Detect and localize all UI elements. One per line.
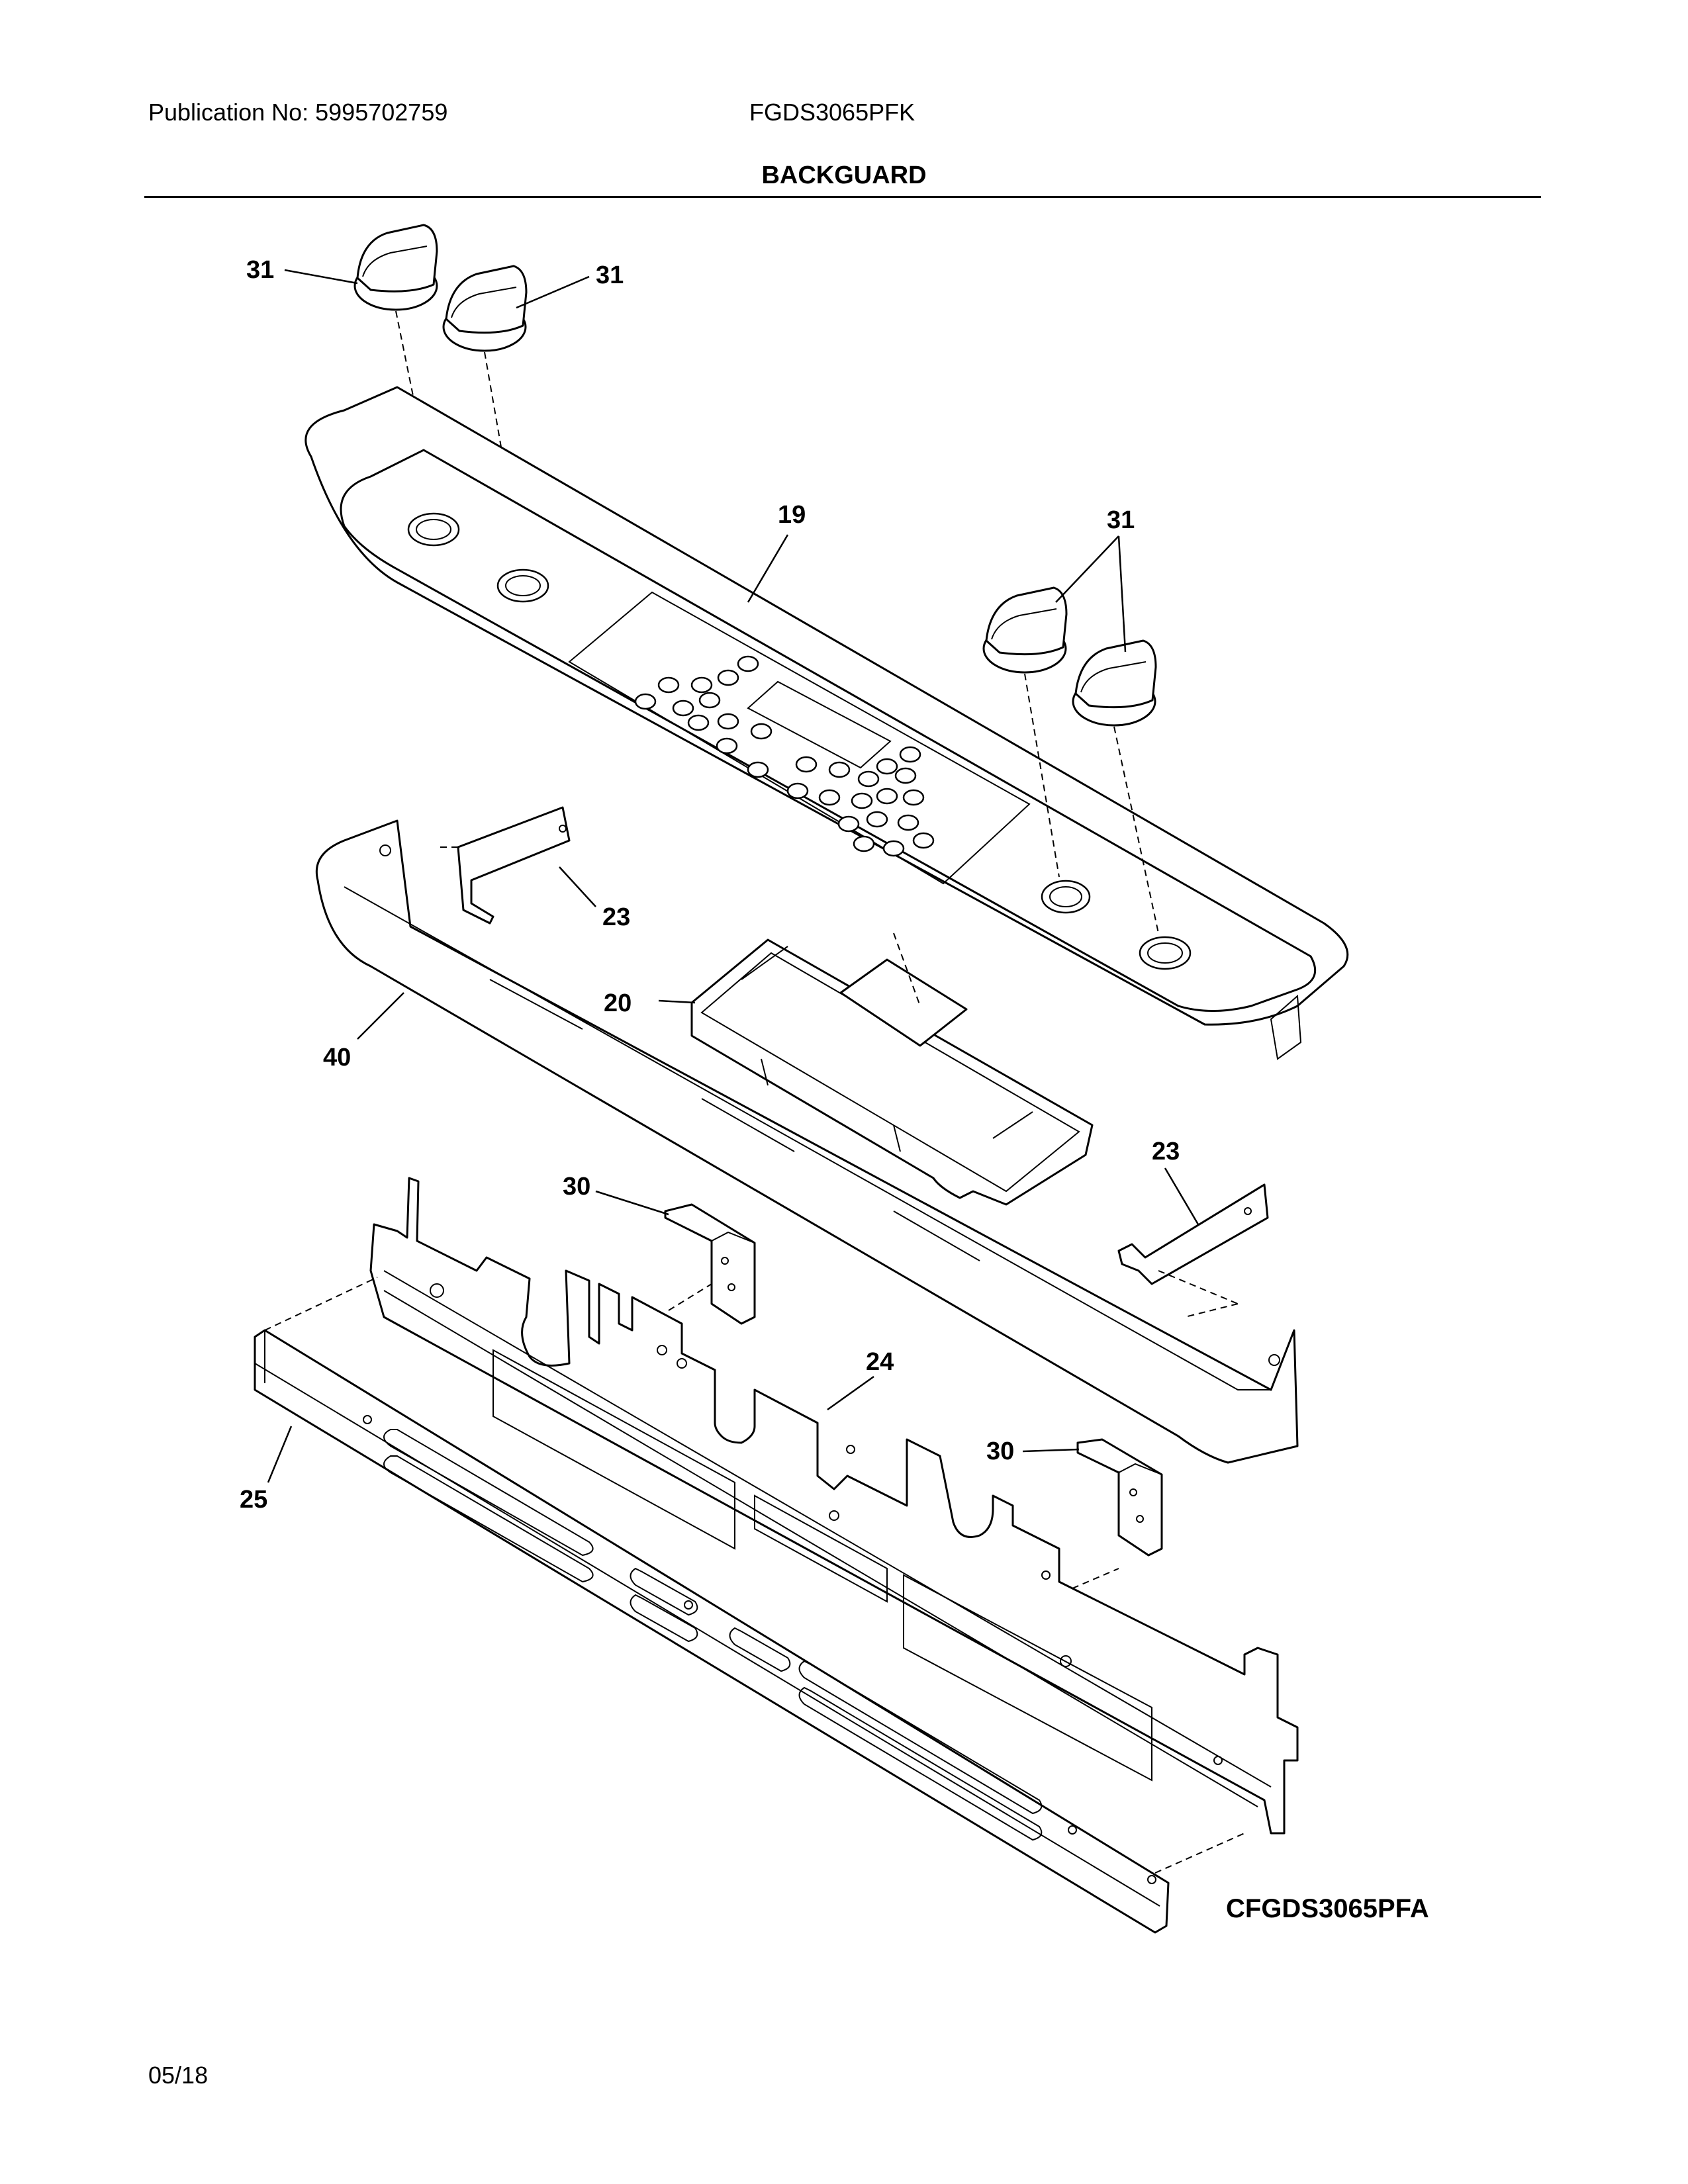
knob-31-right-b[interactable] xyxy=(1072,639,1157,727)
knob-31-upper-left-b[interactable] xyxy=(442,265,528,352)
bracket-23-lower[interactable] xyxy=(1117,1183,1269,1285)
bracket-30-upper[interactable] xyxy=(664,1203,756,1325)
model-number: FGDS3065PFK xyxy=(749,99,915,126)
revision-date: 05/18 xyxy=(148,2062,209,2089)
callout-30-bracket-upper: 30 xyxy=(563,1173,590,1201)
bracket-30-lower[interactable] xyxy=(1076,1438,1163,1557)
callout-20-control-board: 20 xyxy=(604,989,632,1017)
callout-31-knob-right: 31 xyxy=(1107,506,1135,534)
knob-31-upper-left-a[interactable] xyxy=(353,224,438,311)
bracket-23-upper[interactable] xyxy=(457,806,571,925)
callout-25-panel: 25 xyxy=(240,1486,267,1514)
callout-19-backguard: 19 xyxy=(778,501,806,529)
knob-31-right-a[interactable] xyxy=(982,586,1068,674)
callout-40-end-trim: 40 xyxy=(323,1044,351,1071)
page-title: BACKGUARD xyxy=(761,161,927,189)
callout-23-bracket-upper: 23 xyxy=(602,903,630,931)
callout-31-knob-left-b: 31 xyxy=(596,261,624,289)
callout-23-bracket-lower: 23 xyxy=(1152,1138,1180,1165)
callout-24-panel: 24 xyxy=(866,1348,894,1376)
panel-24[interactable] xyxy=(369,1177,1299,1835)
control-board-20[interactable] xyxy=(690,938,1094,1206)
diagram-code: CFGDS3065PFA xyxy=(1226,1894,1429,1923)
publication-number: Publication No: 5995702759 xyxy=(148,99,448,126)
header-divider xyxy=(144,196,1541,198)
callout-31-knob-left-a: 31 xyxy=(246,256,274,284)
end-trim-40[interactable] xyxy=(315,819,1299,1464)
callout-30-bracket-lower: 30 xyxy=(986,1437,1014,1465)
keypad-buttons xyxy=(634,655,935,857)
backguard-panel-19[interactable] xyxy=(305,386,1349,1060)
